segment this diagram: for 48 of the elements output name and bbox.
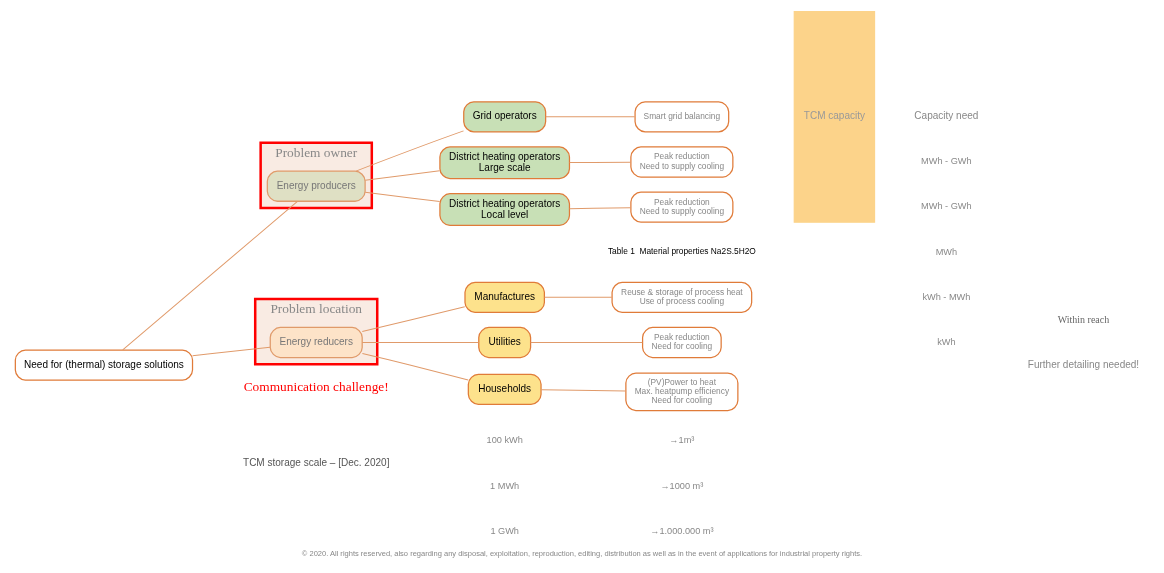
connector	[540, 389, 627, 392]
connector	[192, 346, 271, 357]
label: kWh	[937, 336, 956, 347]
label: MWh - GWh	[921, 201, 972, 212]
label: Capacity need	[914, 110, 979, 122]
node-box: Need for (thermal) storage solutions	[14, 349, 194, 381]
node-box: Manufactures	[464, 281, 545, 314]
label: Further detailing needed!	[1027, 358, 1140, 370]
connector	[545, 116, 636, 118]
label: →1.000.000 m³	[650, 525, 714, 536]
node-box: Energy reducers	[269, 326, 363, 359]
node-box: Peak reduction Need for cooling	[641, 326, 722, 359]
connector	[361, 306, 466, 333]
label: TCM storage scale – [Dec. 2020]	[243, 457, 390, 469]
node-box: Peak reduction Need to supply cooling	[630, 146, 734, 178]
node-box: Households	[467, 373, 542, 405]
connector	[122, 200, 298, 351]
label: 100 kWh	[486, 435, 523, 446]
label: Communication challenge!	[243, 378, 389, 394]
label: 1 GWh	[490, 525, 519, 536]
connector	[361, 352, 469, 381]
caption: © 2020. All rights reserved, also regarding any disposal, exploitation, reproduction, editing, distribution as well as in the event of applications for industrial property rights.	[301, 548, 863, 558]
label: MWh	[935, 246, 958, 257]
label: Within reach	[1057, 313, 1110, 325]
connector	[361, 342, 480, 343]
node-box: Grid operators	[463, 101, 547, 133]
connector	[569, 207, 632, 210]
connector	[569, 161, 632, 163]
node-box: Utilities	[478, 326, 532, 359]
node-box: Smart grid balancing	[634, 101, 730, 133]
node-box: District heating operators Large scale	[439, 146, 571, 180]
node-box: Reuse & storage of process heat Use of process cooling	[611, 281, 753, 314]
label: MWh - GWh	[921, 156, 972, 167]
connector	[544, 296, 613, 298]
node-box: Peak reduction Need to supply cooling	[630, 191, 734, 223]
label: →1m³	[669, 435, 695, 446]
label: Table 1 Material properties Na2S.5H2O	[607, 246, 756, 257]
connector	[530, 342, 643, 343]
node-box: Energy producers	[266, 170, 366, 202]
node-box: TCM capacity	[793, 10, 876, 223]
label: →1000 m³	[660, 480, 704, 491]
label: kWh - MWh	[922, 291, 971, 302]
label: 1 MWh	[490, 480, 520, 491]
connector	[364, 170, 441, 181]
node-box: District heating operators Local level	[439, 193, 571, 227]
connector	[355, 130, 465, 172]
connector	[364, 191, 441, 203]
node-box: (PV)Power to heat Max. heatpump efficiency Need for cooling	[625, 372, 739, 412]
